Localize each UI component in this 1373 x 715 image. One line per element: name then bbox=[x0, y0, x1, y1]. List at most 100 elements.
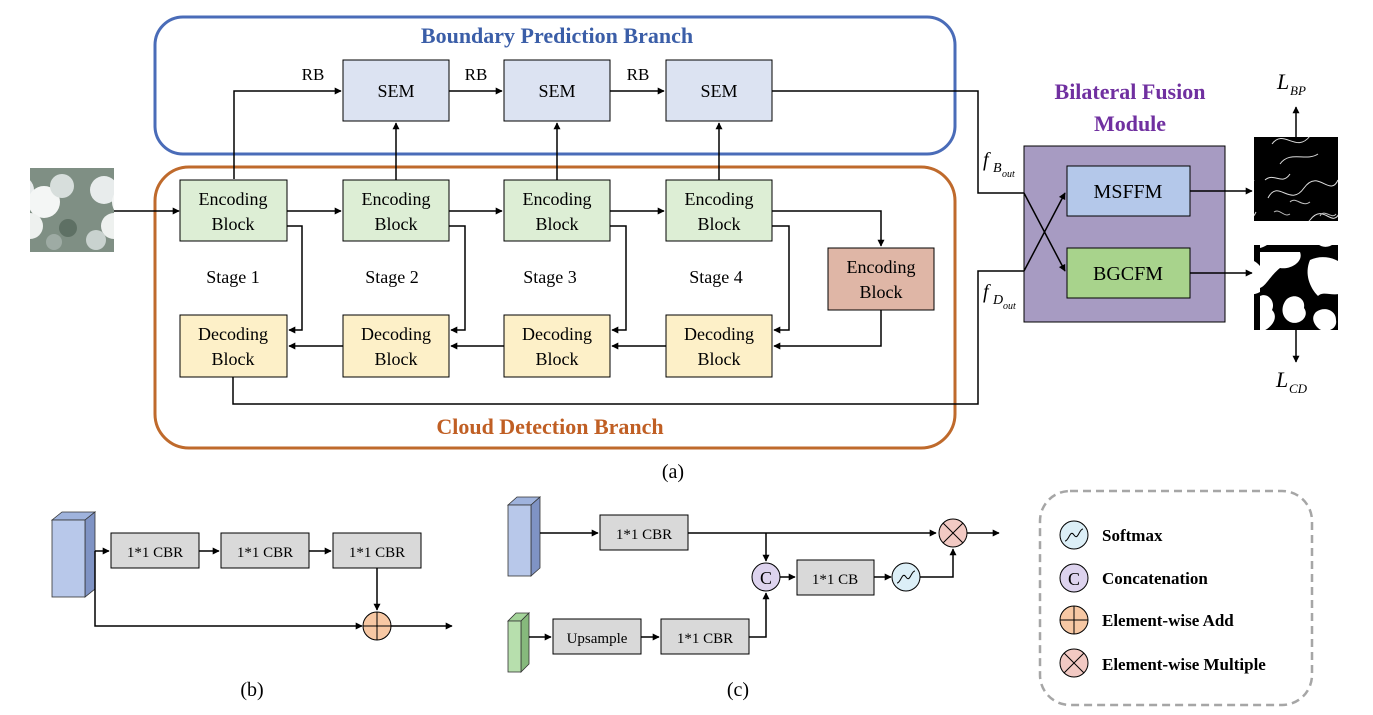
msffm-block: MSFFM bbox=[1066, 165, 1191, 217]
b-residual-arrow bbox=[94, 551, 363, 630]
enc-arrow-4-5 bbox=[772, 210, 885, 247]
stage-label-2: Stage 2 bbox=[365, 267, 419, 287]
svg-text:Encoding: Encoding bbox=[199, 189, 268, 209]
c-top-cbr-block: 1*1 CBR bbox=[599, 514, 689, 551]
b-cbr-block-1: 1*1 CBR bbox=[110, 532, 200, 569]
rb-label-3: RB bbox=[627, 65, 650, 84]
cloud-branch-title: Cloud Detection Branch bbox=[436, 414, 663, 439]
cloud-detection-image bbox=[1254, 245, 1338, 330]
caption-a: (a) bbox=[662, 461, 684, 483]
caption-b: (b) bbox=[240, 679, 263, 701]
svg-text:f: f bbox=[983, 281, 991, 303]
cloud-output-arrow bbox=[232, 267, 1066, 405]
svg-text:B: B bbox=[993, 161, 1002, 176]
skip-connection-3 bbox=[610, 225, 627, 334]
c-softmax-to-multiply-arrow bbox=[920, 548, 957, 578]
svg-text:MSFFM: MSFFM bbox=[1094, 181, 1163, 203]
encoding-block-4: Encoding Block bbox=[665, 179, 773, 242]
feature-map-c-top bbox=[506, 496, 542, 577]
svg-text:BP: BP bbox=[1290, 83, 1306, 98]
loss-bp-label: L BP bbox=[1276, 69, 1306, 98]
sem-block-1: SEM bbox=[342, 59, 450, 122]
svg-text:1*1 CB: 1*1 CB bbox=[812, 572, 858, 588]
svg-text:D: D bbox=[992, 293, 1003, 308]
c-bottom-cbr-block: 1*1 CBR bbox=[660, 618, 750, 655]
skip-connection-1 bbox=[287, 225, 303, 334]
encoding-block-1: Encoding Block bbox=[179, 179, 288, 242]
cloud-branch-container bbox=[153, 165, 957, 450]
f-d-out-label: f D out bbox=[983, 281, 1016, 312]
stage-label-1: Stage 1 bbox=[206, 267, 260, 287]
boundary-output-arrow bbox=[772, 90, 1066, 197]
legend-concatenation: C Concatenation bbox=[1059, 563, 1208, 593]
svg-text:Decoding: Decoding bbox=[684, 324, 754, 344]
svg-text:BGCFM: BGCFM bbox=[1093, 263, 1163, 285]
stage-label-4: Stage 4 bbox=[689, 267, 743, 287]
caption-c: (c) bbox=[727, 679, 749, 701]
svg-text:Decoding: Decoding bbox=[522, 324, 592, 344]
svg-text:Block: Block bbox=[698, 214, 741, 234]
sem-label: SEM bbox=[538, 81, 575, 101]
svg-text:Block: Block bbox=[375, 349, 418, 369]
svg-text:C: C bbox=[1068, 569, 1080, 589]
fusion-title-line1: Bilateral Fusion bbox=[1055, 79, 1206, 104]
fusion-title-line2: Module bbox=[1094, 111, 1166, 136]
svg-text:1*1 CBR: 1*1 CBR bbox=[237, 545, 293, 561]
svg-text:Block: Block bbox=[698, 349, 741, 369]
concat-icon: C bbox=[1059, 563, 1089, 593]
rb-label-1: RB bbox=[302, 65, 325, 84]
rb-arrow-1 bbox=[233, 87, 342, 179]
svg-text:Upsample: Upsample bbox=[567, 631, 628, 647]
f-b-out-label: f B out bbox=[983, 149, 1015, 180]
input-satellite-image bbox=[30, 168, 114, 252]
encoding-block-3: Encoding Block bbox=[503, 179, 611, 242]
boundary-prediction-image bbox=[1254, 137, 1338, 221]
c-cb-block: 1*1 CB bbox=[796, 559, 875, 596]
svg-text:1*1 CBR: 1*1 CBR bbox=[616, 527, 672, 543]
upsample-block: Upsample bbox=[552, 618, 642, 655]
svg-text:1*1 CBR: 1*1 CBR bbox=[677, 631, 733, 647]
sem-block-3: SEM bbox=[665, 59, 773, 122]
svg-text:L: L bbox=[1276, 69, 1289, 94]
legend-softmax: Softmax bbox=[1059, 520, 1163, 550]
legend-multiply: Element-wise Multiple bbox=[1059, 648, 1266, 678]
decoding-block-4: Decoding Block bbox=[665, 314, 773, 378]
svg-text:out: out bbox=[1002, 169, 1015, 180]
sem-label: SEM bbox=[377, 81, 414, 101]
encoding-block-2: Encoding Block bbox=[342, 179, 450, 242]
svg-text:Block: Block bbox=[375, 214, 418, 234]
feature-map-b bbox=[50, 511, 97, 598]
svg-text:Encoding: Encoding bbox=[685, 189, 754, 209]
loss-cd-label: L CD bbox=[1275, 367, 1308, 396]
svg-text:C: C bbox=[760, 568, 772, 588]
multiply-icon bbox=[1059, 648, 1089, 678]
svg-text:Block: Block bbox=[536, 349, 579, 369]
svg-text:Block: Block bbox=[212, 214, 255, 234]
decoding-block-2: Decoding Block bbox=[342, 314, 450, 378]
svg-text:out: out bbox=[1003, 301, 1016, 312]
svg-text:1*1 CBR: 1*1 CBR bbox=[127, 545, 183, 561]
add-icon bbox=[1059, 605, 1089, 635]
concat-icon: C bbox=[751, 562, 781, 592]
c-bottom-to-concat-arrow bbox=[749, 592, 770, 638]
svg-text:CD: CD bbox=[1289, 381, 1308, 396]
svg-text:L: L bbox=[1275, 367, 1288, 392]
fusion-cross-arrow-2 bbox=[1023, 192, 1066, 272]
add-icon bbox=[362, 611, 392, 641]
rb-label-2: RB bbox=[465, 65, 488, 84]
bgcfm-block: BGCFM bbox=[1066, 247, 1191, 299]
sem-label: SEM bbox=[700, 81, 737, 101]
svg-text:Block: Block bbox=[860, 282, 903, 302]
stage-label-3: Stage 3 bbox=[523, 267, 577, 287]
feature-map-c-bottom bbox=[507, 612, 530, 673]
svg-text:Block: Block bbox=[212, 349, 255, 369]
legend-label: Element-wise Add bbox=[1102, 611, 1234, 630]
svg-text:Decoding: Decoding bbox=[361, 324, 431, 344]
svg-text:Decoding: Decoding bbox=[198, 324, 268, 344]
skip-connection-4 bbox=[772, 225, 790, 334]
svg-text:1*1 CBR: 1*1 CBR bbox=[349, 545, 405, 561]
boundary-branch-container bbox=[153, 15, 957, 156]
skip-connection-2 bbox=[449, 225, 466, 334]
dec-arrow-5-4 bbox=[773, 310, 882, 350]
svg-text:Encoding: Encoding bbox=[523, 189, 592, 209]
